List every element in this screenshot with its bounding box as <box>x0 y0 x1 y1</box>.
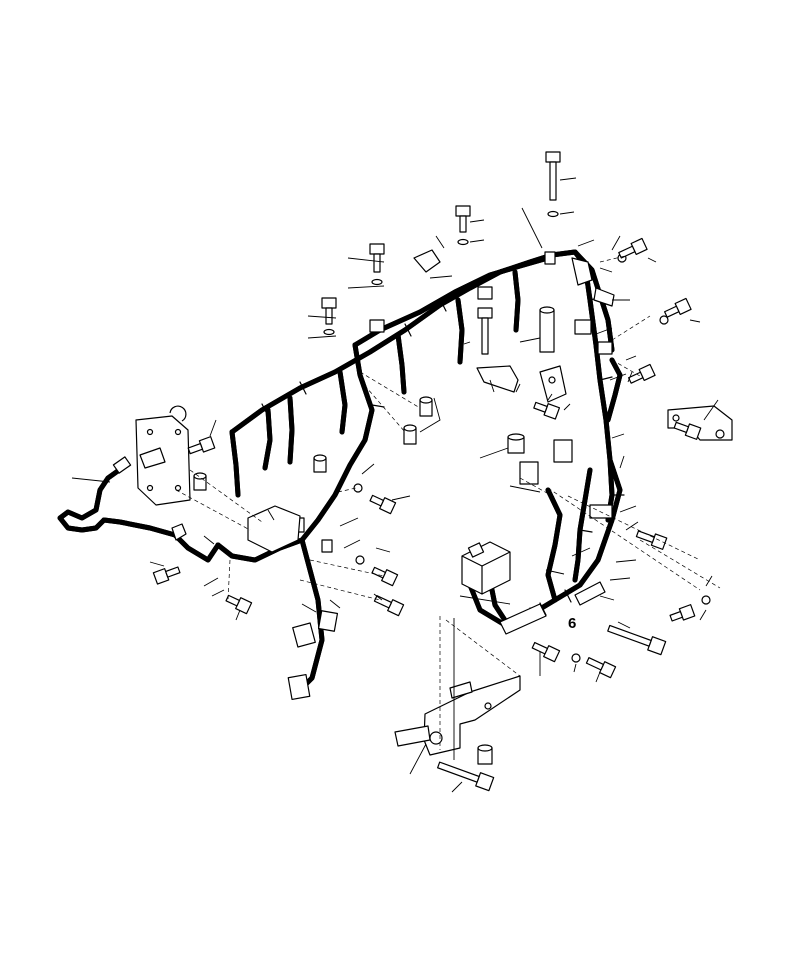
sensor-connector-2 <box>597 341 613 355</box>
plug-connector-1 <box>292 622 316 648</box>
ecu-connector <box>461 541 511 595</box>
spacers <box>193 306 555 765</box>
bolt-mid-long <box>477 307 493 355</box>
bolt-bottom-center <box>531 641 561 663</box>
plug-connector-2 <box>317 610 339 632</box>
bolt-top-3 <box>369 243 385 273</box>
bolt-top-2 <box>455 205 471 233</box>
left-harness-clip <box>171 523 187 541</box>
washer-2 <box>457 238 469 246</box>
bolt-left-2 <box>152 566 181 585</box>
washer-6 <box>659 315 669 325</box>
brackets <box>135 249 733 756</box>
center-small-bracket <box>476 365 519 393</box>
assembly-dash-lines <box>175 255 721 750</box>
bolt-right-3 <box>628 363 656 384</box>
injector-branches <box>215 269 623 693</box>
bolt-top-4 <box>321 297 337 325</box>
bolts <box>152 151 711 792</box>
callout-label: 6 <box>568 615 576 632</box>
bolt-center-1 <box>533 401 561 420</box>
washer-8 <box>355 555 365 565</box>
sensor-connector-4 <box>519 461 539 485</box>
bolt-center-3 <box>371 566 399 587</box>
bolt-top-long <box>545 151 561 201</box>
bolt-upper-right-2 <box>664 297 692 318</box>
bottom-mounting-bracket <box>423 675 521 756</box>
bolt-center-2 <box>369 494 397 515</box>
clip-connector-5 <box>321 539 333 553</box>
harness-clips <box>261 251 625 700</box>
washer-1 <box>547 210 559 218</box>
clip-connector-3 <box>544 251 556 265</box>
bolt-right-bracket <box>673 421 702 440</box>
washer-7 <box>353 483 363 493</box>
bolt-right-long <box>607 624 667 656</box>
conduit-1 <box>499 603 547 635</box>
bracket-stud <box>394 725 431 747</box>
long-spacer <box>539 309 555 353</box>
washer-4 <box>323 328 335 336</box>
conduit-2 <box>574 581 606 606</box>
bolt-center-4 <box>373 595 405 617</box>
pigtail-connector <box>112 456 132 474</box>
plug-connector-3 <box>287 674 311 700</box>
bolt-bottom-long <box>437 761 495 792</box>
sensor-connector-1 <box>574 319 592 335</box>
clip-connector-2 <box>477 286 493 300</box>
bolt-upper-right-1 <box>618 237 648 259</box>
right-angle-bracket <box>667 405 733 441</box>
clip-connector-1 <box>369 319 385 333</box>
bolt-bottom-center-2 <box>585 657 617 679</box>
bolt-right-5 <box>669 604 696 622</box>
washer-10 <box>701 595 711 605</box>
small-clip-bracket <box>413 249 441 273</box>
bolt-left-3 <box>225 594 253 615</box>
leader-lines <box>71 177 719 793</box>
bolt-left-1 <box>187 436 216 455</box>
center-harness-bracket <box>247 505 301 553</box>
washer-9 <box>571 653 581 663</box>
sensor-bracket <box>539 365 567 403</box>
washer-3 <box>371 278 383 286</box>
conduit-5 <box>593 287 615 307</box>
conduit-4 <box>571 257 593 286</box>
sensor-connector-3 <box>553 439 573 463</box>
